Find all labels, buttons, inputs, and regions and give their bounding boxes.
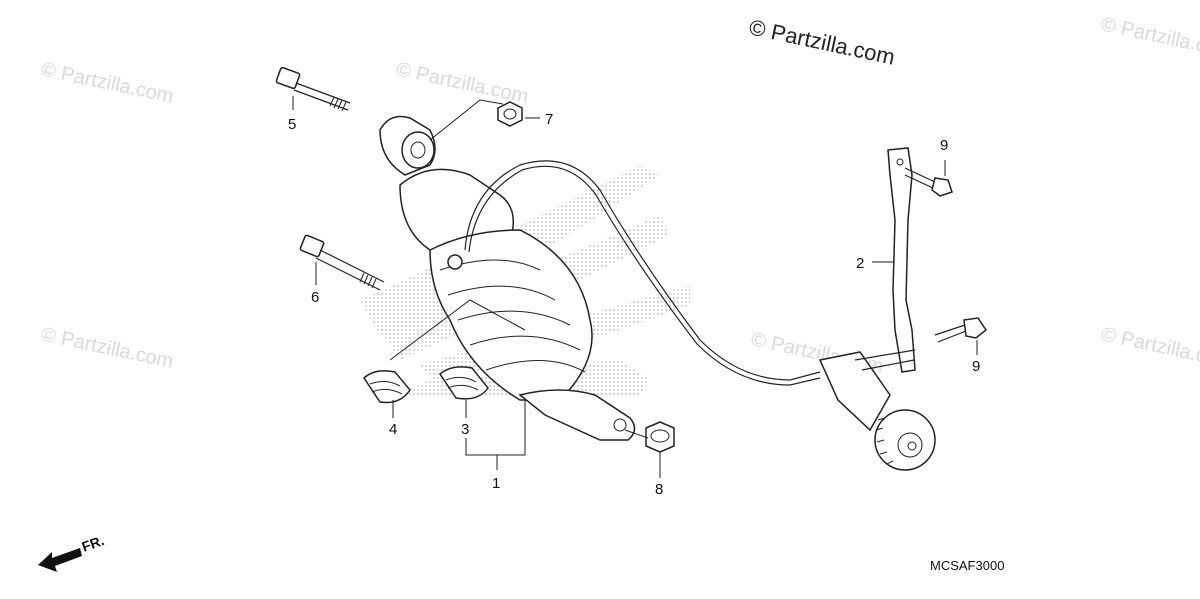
callout-7: 7 bbox=[545, 111, 553, 128]
callout-5: 5 bbox=[288, 116, 296, 133]
callout-2: 2 bbox=[856, 255, 864, 272]
lower-nut bbox=[645, 421, 675, 453]
adjuster-bracket bbox=[854, 147, 916, 373]
collar-right bbox=[439, 366, 489, 400]
callout-4: 4 bbox=[389, 421, 397, 438]
bracket-bolt-upper bbox=[904, 167, 953, 197]
upper-mount-bolt bbox=[275, 66, 351, 112]
watermark-text: © Partzilla.com bbox=[39, 323, 175, 373]
callout-1: 1 bbox=[492, 475, 500, 492]
diagram-code: MCSAF3000 bbox=[930, 558, 1004, 573]
copyright-text: © Partzilla.com bbox=[747, 14, 897, 69]
bracket-bolt-lower bbox=[934, 317, 988, 343]
watermark-text: © Partzilla.com bbox=[39, 58, 175, 108]
watermark-text: © Partzilla.com bbox=[1099, 323, 1200, 373]
front-direction-arrow: FR. bbox=[38, 532, 106, 572]
callout-9-upper: 9 bbox=[940, 137, 948, 154]
rear-shock-absorber bbox=[379, 115, 636, 441]
preload-hose-inner bbox=[468, 165, 821, 386]
preload-hose bbox=[464, 160, 821, 381]
front-label: FR. bbox=[80, 532, 107, 555]
callout-6: 6 bbox=[311, 289, 319, 306]
watermark-text: © Partzilla.com bbox=[394, 58, 530, 108]
callout-3: 3 bbox=[461, 421, 469, 438]
leader-lines bbox=[292, 96, 978, 478]
lower-mount-bolt bbox=[299, 234, 385, 291]
callout-8: 8 bbox=[655, 481, 663, 498]
watermark-text: © Partzilla.com bbox=[1099, 13, 1200, 63]
callout-9-lower: 9 bbox=[972, 358, 980, 375]
preload-adjuster bbox=[818, 351, 936, 471]
collar-left bbox=[363, 370, 411, 404]
upper-nut bbox=[497, 101, 523, 127]
